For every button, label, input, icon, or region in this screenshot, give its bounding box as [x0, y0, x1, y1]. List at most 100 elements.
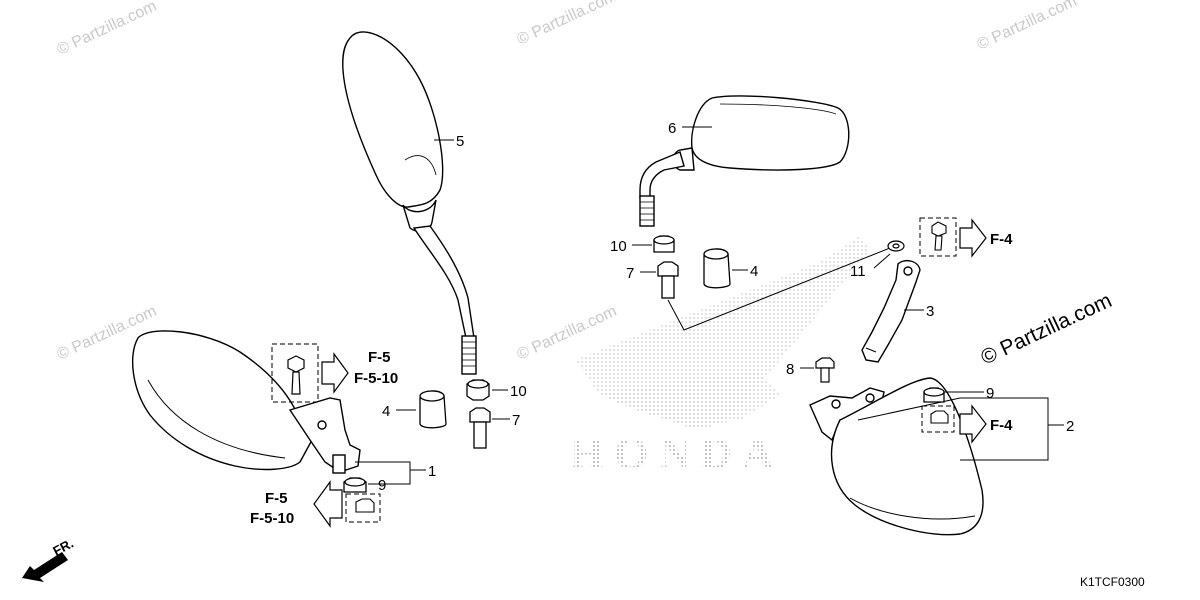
left-lower-ref-2: F-5-10 — [250, 510, 294, 527]
right-lower-arrow-icon — [959, 404, 987, 444]
right-upper-bolt-shank — [934, 235, 943, 251]
right-nut-9 — [923, 387, 945, 403]
leader-11 — [873, 253, 891, 269]
left-guard-post — [332, 454, 346, 474]
left-bolt-7-head — [469, 407, 491, 423]
right-bolt-7-head — [657, 261, 679, 277]
left-lower-arrow-icon — [313, 480, 343, 528]
right-cap-top — [703, 248, 729, 260]
right-guard-edge — [849, 497, 976, 520]
front-direction: FR. — [22, 536, 76, 582]
callout-2: 2 — [1066, 418, 1074, 435]
right-upper-arrow-icon — [959, 218, 987, 258]
left-guard-bracket — [288, 397, 361, 473]
watermark-top-center: © Partzilla.com — [515, 0, 620, 49]
left-hand-guard — [132, 330, 361, 474]
right-upper-ref: F-4 — [990, 231, 1013, 248]
callout-10-left: 10 — [510, 383, 527, 400]
left-lower-ref-group: F-5 F-5-10 — [250, 480, 381, 528]
left-lower-nut-icon — [355, 498, 375, 513]
left-upper-bolt-head — [287, 355, 305, 373]
left-upper-ref-2: F-5-10 — [354, 370, 398, 387]
right-lower-nut-icon — [930, 410, 949, 424]
wing-logo-lower — [600, 372, 780, 428]
right-cap-4 — [703, 248, 731, 289]
left-upper-ref-group: F-5 F-5-10 — [271, 343, 398, 403]
right-nut-10-top — [653, 235, 675, 245]
left-upper-bolt-shank — [291, 371, 301, 395]
left-nut-9-top — [344, 477, 366, 487]
watermark-large: © Partzilla.com — [977, 289, 1115, 370]
right-upper-ref-group: F-4 — [919, 217, 1013, 258]
bolt-8-head — [815, 357, 835, 369]
callout-11: 11 — [850, 263, 866, 280]
left-guard-hole — [317, 420, 327, 430]
watermark-top-left: © Partzilla.com — [55, 0, 160, 59]
bracket-3-hole — [903, 266, 913, 276]
right-mirror-stem — [639, 151, 685, 199]
left-mirror-thread-lines — [462, 341, 476, 367]
callout-3: 3 — [926, 303, 934, 320]
callout-10-right: 10 — [610, 238, 627, 255]
right-lower-dashed-box — [921, 405, 955, 433]
bracket-3-fold — [865, 347, 877, 353]
right-mirror-highlight — [719, 103, 837, 115]
right-guard-hole-1 — [831, 399, 841, 409]
washer-11-inner — [892, 243, 900, 249]
wing-logo-shape — [575, 236, 870, 430]
left-cap-top — [419, 390, 445, 402]
right-bolt-7-shank — [661, 275, 675, 299]
watermark-top-right: © Partzilla.com — [975, 0, 1080, 54]
callout-4-right: 4 — [750, 263, 758, 280]
callout-9-left: 9 — [378, 477, 386, 494]
washer-11 — [887, 240, 905, 252]
callout-9-right: 9 — [986, 385, 994, 402]
right-hand-guard — [809, 377, 984, 536]
left-guard-edge — [147, 379, 286, 459]
right-mirror — [639, 95, 850, 227]
bracket-3 — [861, 259, 921, 363]
left-upper-arrow-icon — [321, 352, 349, 394]
callout-8: 8 — [786, 361, 794, 378]
left-mirror-stem — [412, 225, 475, 339]
right-mirror-thread-lines — [640, 201, 654, 221]
right-lower-ref: F-4 — [990, 417, 1013, 434]
callout-5: 5 — [456, 133, 464, 150]
front-arrow-icon — [22, 552, 68, 582]
leader-2 — [857, 397, 1049, 461]
left-mirror-highlight — [404, 155, 437, 176]
callout-1: 1 — [428, 463, 436, 480]
left-bolt-7-shank — [473, 421, 487, 449]
left-upper-dashed-box — [271, 343, 319, 403]
honda-logo: HONDA — [570, 236, 870, 478]
right-mirror-head — [691, 95, 850, 171]
left-cap-4 — [419, 390, 447, 429]
watermarks: © Partzilla.com © Partzilla.com © Partzi… — [55, 0, 1116, 370]
left-mirror — [342, 31, 477, 375]
left-nut-9 — [343, 477, 367, 493]
callout-6: 6 — [668, 120, 676, 137]
bracket-3-body — [861, 259, 921, 363]
leader-7-11-connector — [667, 247, 891, 331]
honda-logo-text: HONDA — [570, 429, 784, 478]
callout-4-left: 4 — [382, 403, 390, 420]
left-mirror-thread — [461, 335, 477, 375]
right-mirror-thread — [639, 195, 655, 227]
right-hardware — [653, 235, 679, 299]
left-guard-shell — [132, 330, 313, 471]
bolt-8 — [815, 357, 835, 383]
left-mirror-head — [342, 31, 444, 208]
leader-1 — [355, 461, 411, 485]
left-lower-ref-1: F-5 — [265, 490, 288, 507]
right-guard-hole-2 — [865, 393, 875, 403]
bolt-8-shank — [820, 367, 830, 383]
left-hardware — [466, 379, 491, 449]
right-upper-dashed-box — [919, 217, 957, 257]
front-label: FR. — [50, 536, 76, 559]
left-upper-ref-1: F-5 — [368, 349, 391, 366]
right-upper-bolt-head — [931, 221, 947, 237]
left-nut-10-top — [467, 379, 489, 389]
callout-7-right: 7 — [626, 265, 634, 282]
left-lower-dashed-box — [345, 493, 381, 523]
